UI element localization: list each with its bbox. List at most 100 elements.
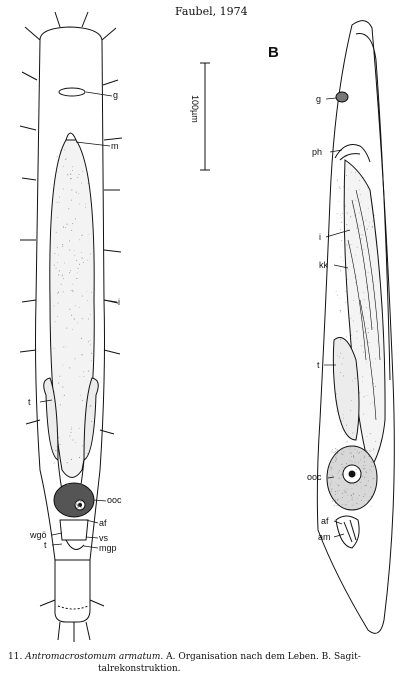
stipple-dot xyxy=(79,375,81,377)
stipple-dot xyxy=(74,305,76,307)
stipple-dot xyxy=(85,206,86,208)
stipple-dot xyxy=(66,158,67,160)
stipple-dot xyxy=(360,482,362,483)
stipple-dot xyxy=(69,492,71,494)
stipple-dot xyxy=(79,484,80,486)
stipple-dot xyxy=(356,330,358,332)
stipple-dot xyxy=(76,272,78,274)
stipple-dot xyxy=(360,451,362,453)
stipple-dot xyxy=(357,450,359,452)
stipple-dot xyxy=(88,341,89,343)
stipple-dot xyxy=(355,254,356,256)
stipple-dot xyxy=(356,276,358,277)
stipple-dot xyxy=(345,442,347,444)
stipple-dot xyxy=(66,495,68,497)
stipple-dot xyxy=(344,466,346,468)
stipple-dot xyxy=(76,498,77,499)
stipple-dot xyxy=(344,434,346,435)
stipple-dot xyxy=(77,508,79,510)
stipple-dot xyxy=(69,500,71,502)
stipple-dot xyxy=(362,475,363,477)
stipple-dot xyxy=(351,505,353,506)
stipple xyxy=(53,149,377,513)
stipple-dot xyxy=(372,362,374,364)
stipple-dot xyxy=(81,354,83,356)
stipple-dot xyxy=(351,171,352,173)
stipple-dot xyxy=(79,495,81,497)
leaders-a xyxy=(39,91,118,549)
stipple-dot xyxy=(70,314,73,316)
stipple-dot xyxy=(69,487,71,489)
stipple-dot xyxy=(80,484,82,486)
stipple-dot xyxy=(350,410,352,412)
stipple-dot xyxy=(351,487,353,489)
stipple-dot xyxy=(83,371,84,373)
stipple-dot xyxy=(372,280,374,282)
stipple-dot xyxy=(349,470,351,472)
stipple-dot xyxy=(76,500,78,502)
stipple-dot xyxy=(67,174,69,176)
stipple-dot xyxy=(83,376,85,377)
stipple-dot xyxy=(348,480,350,482)
stipple-dot xyxy=(362,468,364,470)
stipple-dot xyxy=(58,270,60,272)
stipple-dot xyxy=(364,493,366,495)
stipple-dot xyxy=(65,490,67,492)
stipple-dot xyxy=(81,252,82,253)
stipple-dot xyxy=(341,240,343,241)
stipple-dot xyxy=(80,394,81,396)
stipple-dot xyxy=(67,484,69,485)
stipple-dot xyxy=(73,506,75,508)
stipple-dot xyxy=(71,498,73,500)
stipple-dot xyxy=(331,476,333,479)
stipple-dot xyxy=(335,448,337,450)
stipple-dot xyxy=(338,490,340,491)
stipple-dot xyxy=(68,502,70,504)
stipple-dot xyxy=(345,336,347,338)
stipple-dot xyxy=(73,491,75,493)
stipple-dot xyxy=(349,448,351,450)
label-a-antrum: af xyxy=(99,518,107,528)
figure-caption: 11. Antromacrostomum armatum. A. Organis… xyxy=(8,651,394,675)
stipple-dot xyxy=(338,470,340,472)
stipple-dot xyxy=(70,270,72,272)
stipple-dot xyxy=(349,483,351,485)
stipple-dot xyxy=(75,506,77,508)
testis-b xyxy=(332,337,360,441)
label-a-testis: t xyxy=(28,397,31,407)
stipple-dot xyxy=(75,490,77,492)
stipple-dot xyxy=(62,188,64,190)
stipple-dot xyxy=(53,305,55,307)
stipple-dot xyxy=(357,497,358,499)
stipple-dot xyxy=(339,229,341,231)
stipple-dot xyxy=(354,461,356,463)
stipple-dot xyxy=(343,489,345,491)
stipple-dot xyxy=(77,497,79,499)
stipple-dot xyxy=(356,451,358,453)
stipple-dot xyxy=(57,262,58,264)
stipple-dot xyxy=(72,283,74,285)
stipple-dot xyxy=(89,340,91,341)
stipple-dot xyxy=(333,451,335,454)
stipple-dot xyxy=(56,201,58,203)
stipple-dot xyxy=(53,462,55,464)
stipple-dot xyxy=(71,189,73,191)
stipple-dot xyxy=(69,367,71,369)
stipple-dot xyxy=(80,354,82,355)
stipple-dot xyxy=(371,461,373,463)
caption-species: Antromacrostomum armatum. xyxy=(25,652,164,662)
stipple-dot xyxy=(362,376,364,378)
stipple-dot xyxy=(331,500,334,502)
stipple-dot xyxy=(82,170,84,172)
stipple-dot xyxy=(72,291,74,293)
label-a-vesicle: vs xyxy=(99,533,108,543)
stipple-dot xyxy=(349,447,351,449)
stipple-dot xyxy=(76,487,78,489)
stipple-dot xyxy=(360,487,362,489)
stipple-dot xyxy=(329,466,331,468)
stipple-dot xyxy=(367,500,369,502)
stipple-dot xyxy=(72,329,73,330)
stipple-dot xyxy=(365,219,367,221)
stipple-dot xyxy=(370,486,372,488)
stipple-dot xyxy=(346,212,348,214)
